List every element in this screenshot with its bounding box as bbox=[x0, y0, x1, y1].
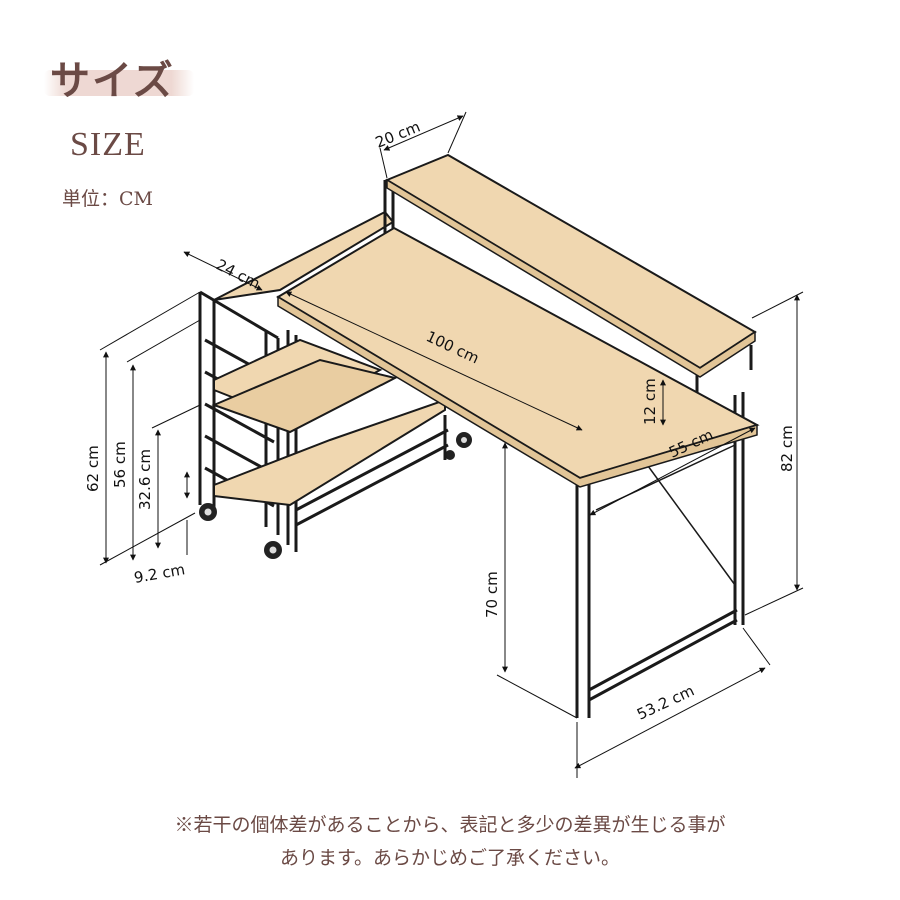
dim-line-53 bbox=[574, 667, 766, 769]
page-title: サイズ bbox=[50, 57, 175, 104]
label-9cm: 9.2 cm bbox=[133, 560, 187, 587]
dim-line-55 bbox=[589, 427, 756, 516]
dim-line-20 bbox=[383, 115, 464, 151]
label-62cm: 62 cm bbox=[84, 445, 102, 492]
unit-label: 単位：CM bbox=[62, 188, 153, 210]
label-82cm: 82 cm bbox=[778, 425, 796, 472]
dim-line-24 bbox=[183, 251, 263, 291]
label-32cm: 32.6 cm bbox=[136, 449, 154, 510]
caster-wheels bbox=[199, 432, 472, 559]
desk-top-edge bbox=[277, 295, 758, 488]
dim-line-100 bbox=[285, 291, 583, 431]
label-56cm: 56 cm bbox=[111, 441, 129, 488]
label-70cm: 70 cm bbox=[483, 571, 501, 618]
disclaimer-line-1: ※若干の個体差があることから、表記と多少の差異が生じる事が bbox=[174, 814, 726, 836]
page-subtitle: SIZE bbox=[70, 126, 146, 163]
disclaimer-line-2: あります。あらかじめご了承ください。 bbox=[279, 847, 621, 869]
monitor-shelf-edge bbox=[386, 178, 756, 378]
title-highlight bbox=[44, 70, 194, 96]
label-12cm: 12 cm bbox=[641, 378, 659, 425]
label-20cm: 20 cm bbox=[373, 118, 423, 152]
label-53cm: 53.2 cm bbox=[634, 682, 697, 724]
